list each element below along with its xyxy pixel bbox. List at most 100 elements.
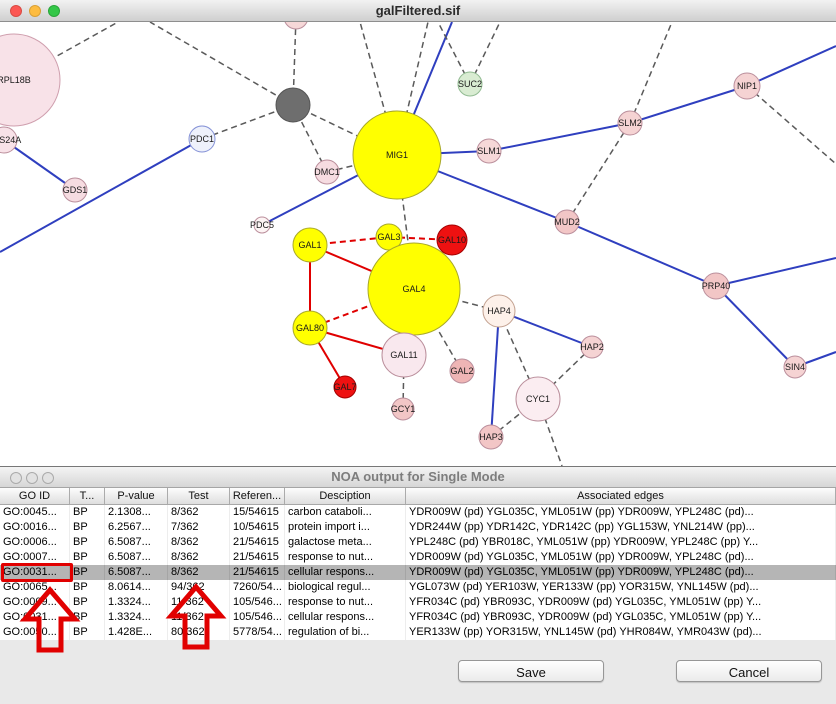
graph-node-circle[interactable] xyxy=(314,159,340,185)
close-button-icon[interactable] xyxy=(10,472,22,484)
graph-node-TOPN[interactable] xyxy=(284,22,308,30)
graph-node-MUD2[interactable]: MUD2 xyxy=(554,209,580,235)
graph-node-SLM2[interactable]: SLM2 xyxy=(617,110,643,136)
graph-node-circle[interactable] xyxy=(515,376,561,422)
graph-node-HAP4[interactable]: HAP4 xyxy=(482,294,516,328)
graph-edge xyxy=(3,139,76,191)
graph-node-circle[interactable] xyxy=(482,294,516,328)
column-header-go_id[interactable]: GO ID xyxy=(0,488,70,504)
graph-node-circle[interactable] xyxy=(0,33,61,127)
graph-node-RPS24A[interactable]: RPS24A xyxy=(0,126,21,154)
graph-node-MIG1[interactable]: MIG1 xyxy=(352,110,442,200)
column-header-reference[interactable]: Referen... xyxy=(230,488,285,504)
graph-node-PRP40[interactable]: PRP40 xyxy=(702,272,731,300)
column-header-description[interactable]: Desciption xyxy=(285,488,406,504)
graph-node-circle[interactable] xyxy=(381,332,427,378)
graph-node-PDC1[interactable]: PDC1 xyxy=(188,125,216,153)
graph-node-GAL80[interactable]: GAL80 xyxy=(292,310,328,346)
minimize-button-icon[interactable] xyxy=(29,5,41,17)
graph-node-GDS1[interactable]: GDS1 xyxy=(62,177,88,203)
graph-node-GCY1[interactable]: GCY1 xyxy=(391,397,416,421)
cancel-button[interactable]: Cancel xyxy=(676,660,822,682)
graph-node-circle[interactable] xyxy=(284,22,308,30)
column-header-associated_edges[interactable]: Associated edges xyxy=(406,488,836,504)
cell-test: 8/362 xyxy=(168,565,230,580)
graph-node-label: SLM2 xyxy=(618,118,642,128)
close-button-icon[interactable] xyxy=(10,5,22,17)
cell-reference: 15/54615 xyxy=(230,505,285,520)
graph-node-circle[interactable] xyxy=(292,227,328,263)
cell-reference: 21/54615 xyxy=(230,565,285,580)
graph-node-CYC1[interactable]: CYC1 xyxy=(515,376,561,422)
graph-node-circle[interactable] xyxy=(702,272,730,300)
graph-node-circle[interactable] xyxy=(733,72,761,100)
graph-node-SUC2[interactable]: SUC2 xyxy=(457,71,483,97)
graph-node-circle[interactable] xyxy=(275,87,311,123)
column-header-test[interactable]: Test xyxy=(168,488,230,504)
graph-node-circle[interactable] xyxy=(436,224,468,256)
graph-node-circle[interactable] xyxy=(352,110,442,200)
graph-node-circle[interactable] xyxy=(333,375,357,399)
graph-node-circle[interactable] xyxy=(188,125,216,153)
graph-node-GAL11[interactable]: GAL11 xyxy=(381,332,427,378)
graph-node-GRAY[interactable] xyxy=(275,87,311,123)
graph-node-SIN4[interactable]: SIN4 xyxy=(783,355,807,379)
graph-node-label: NIP1 xyxy=(737,81,757,91)
graph-node-label: SUC2 xyxy=(458,79,482,89)
graph-node-GAL2[interactable]: GAL2 xyxy=(449,358,475,384)
graph-node-circle[interactable] xyxy=(0,126,18,154)
graph-node-label: PRP40 xyxy=(702,281,731,291)
graph-node-GAL7[interactable]: GAL7 xyxy=(333,375,357,399)
cell-p_value: 6.2567... xyxy=(105,520,168,535)
cell-reference: 10/54615 xyxy=(230,520,285,535)
graph-node-GAL4[interactable]: GAL4 xyxy=(367,242,461,336)
save-button[interactable]: Save xyxy=(458,660,604,682)
graph-node-circle[interactable] xyxy=(478,424,504,450)
cell-description: carbon cataboli... xyxy=(285,505,406,520)
graph-node-circle[interactable] xyxy=(554,209,580,235)
network-window-titlebar[interactable]: galFiltered.sif xyxy=(0,0,836,22)
cell-description: cellular respons... xyxy=(285,610,406,625)
graph-node-PDC5[interactable]: PDC5 xyxy=(250,216,274,234)
minimize-button-icon[interactable] xyxy=(26,472,38,484)
graph-node-circle[interactable] xyxy=(457,71,483,97)
cell-description: response to nut... xyxy=(285,550,406,565)
graph-node-HAP2[interactable]: HAP2 xyxy=(580,335,604,359)
graph-node-circle[interactable] xyxy=(62,177,88,203)
graph-node-circle[interactable] xyxy=(292,310,328,346)
graph-node-circle[interactable] xyxy=(783,355,807,379)
column-header-type[interactable]: T... xyxy=(70,488,105,504)
cell-type: BP xyxy=(70,550,105,565)
graph-node-circle[interactable] xyxy=(253,216,271,234)
graph-node-circle[interactable] xyxy=(476,138,502,164)
graph-node-RPL18B[interactable]: RPL18B xyxy=(0,33,61,127)
zoom-button-icon[interactable] xyxy=(42,472,54,484)
cell-associated_edges: YFR034C (pd) YBR093C, YDR009W (pd) YGL03… xyxy=(406,595,836,610)
graph-node-circle[interactable] xyxy=(617,110,643,136)
graph-node-circle[interactable] xyxy=(449,358,475,384)
graph-node-NIP1[interactable]: NIP1 xyxy=(733,72,761,100)
graph-node-circle[interactable] xyxy=(580,335,604,359)
noa-window-titlebar[interactable]: NOA output for Single Mode xyxy=(0,467,836,488)
zoom-button-icon[interactable] xyxy=(48,5,60,17)
graph-node-GAL1[interactable]: GAL1 xyxy=(292,227,328,263)
graph-node-GAL10[interactable]: GAL10 xyxy=(436,224,468,256)
graph-node-HAP3[interactable]: HAP3 xyxy=(478,424,504,450)
graph-node-SLM1[interactable]: SLM1 xyxy=(476,138,502,164)
graph-edge xyxy=(715,285,796,368)
graph-node-circle[interactable] xyxy=(391,397,415,421)
graph-node-DMC1[interactable]: DMC1 xyxy=(314,159,340,185)
graph-node-label: MIG1 xyxy=(386,150,408,160)
column-header-p_value[interactable]: P-value xyxy=(105,488,168,504)
